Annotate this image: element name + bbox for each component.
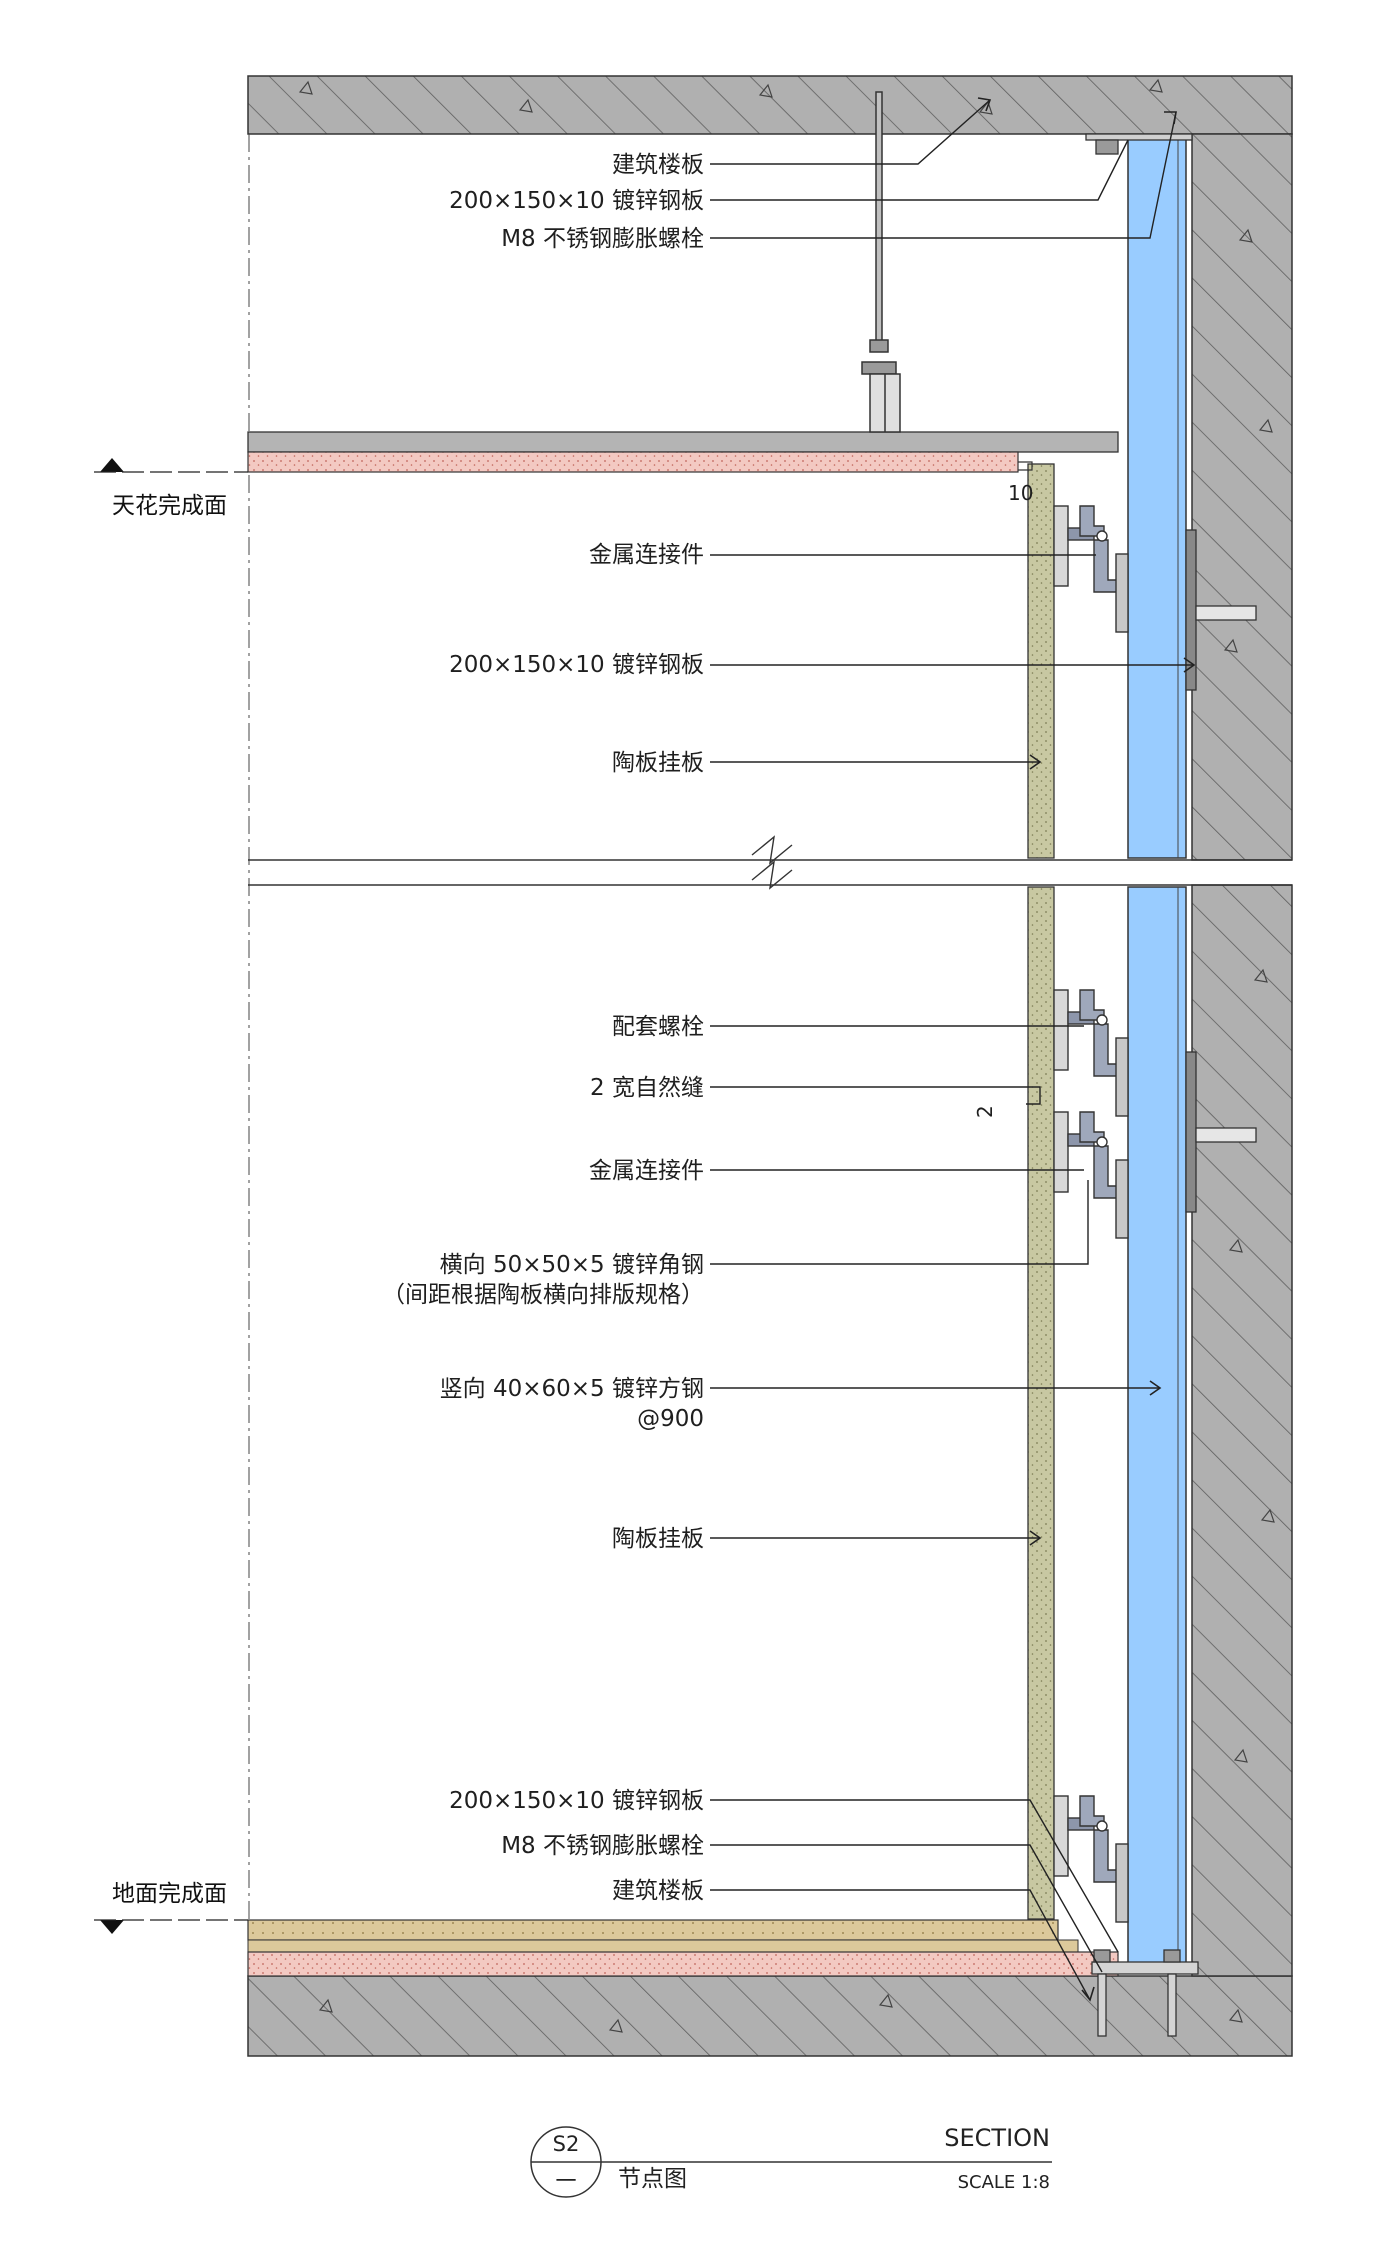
ceramic-panel-upper bbox=[1027, 463, 1055, 859]
bottom-floor-slab bbox=[247, 1975, 1293, 2057]
callout-square-tube-spacing: @900 bbox=[637, 1406, 704, 1432]
callout-matching-bolt: 配套螺栓 bbox=[612, 1014, 704, 1040]
metal-connector-4 bbox=[1053, 1795, 1129, 1923]
metal-connectors bbox=[1053, 505, 1129, 1923]
callout-anchor-bolt-top: M8 不锈钢膨胀螺栓 bbox=[501, 226, 704, 252]
leader-arrows bbox=[977, 97, 1196, 2002]
callout-steel-plate-mid: 200×150×10 镀锌钢板 bbox=[449, 652, 704, 678]
ceiling-board bbox=[247, 431, 1119, 453]
callout-metal-connector-bottom: 金属连接件 bbox=[589, 1158, 704, 1184]
floor-finish bbox=[247, 1919, 1059, 1941]
ceiling-insulation bbox=[247, 451, 1019, 473]
callout-angle-steel-note: （间距根据陶板横向排版规格） bbox=[382, 1282, 704, 1308]
callout-floor-slab-top: 建筑楼板 bbox=[612, 152, 704, 178]
floor-level-label: 地面完成面 bbox=[112, 1881, 227, 1907]
top-anchor bbox=[1085, 133, 1193, 155]
callout-angle-steel: 横向 50×50×5 镀锌角钢 bbox=[440, 1252, 704, 1278]
drawing-type: SECTION bbox=[944, 2124, 1050, 2152]
leader-lines bbox=[710, 99, 1194, 2001]
ceiling-level-marker: 天花完成面 bbox=[94, 458, 248, 519]
sheet-number: 一 bbox=[556, 2169, 577, 2193]
gap-dimension-joint: 2 bbox=[973, 1105, 997, 1118]
drawing-number: S2 bbox=[553, 2132, 580, 2156]
metal-connector-3 bbox=[1053, 1111, 1129, 1239]
callout-ceramic-panel-top: 陶板挂板 bbox=[612, 750, 704, 776]
ceiling-hanger bbox=[861, 91, 901, 433]
title-block: S2 一 节点图 SECTION SCALE 1:8 bbox=[530, 2124, 1052, 2198]
drawing-scale: SCALE 1:8 bbox=[958, 2172, 1050, 2193]
vertical-steel-tube bbox=[1127, 137, 1187, 859]
concrete-wall-lower bbox=[1191, 884, 1293, 1977]
floor-anchors bbox=[1091, 1949, 1199, 2037]
callout-labels: 建筑楼板 200×150×10 镀锌钢板 M8 不锈钢膨胀螺栓 金属连接件 20… bbox=[382, 152, 704, 1904]
callout-square-tube: 竖向 40×60×5 镀锌方钢 bbox=[440, 1376, 704, 1402]
callout-steel-plate-bottom: 200×150×10 镀锌钢板 bbox=[449, 1788, 704, 1814]
metal-connector-1 bbox=[1053, 505, 1129, 633]
top-floor-slab bbox=[247, 75, 1293, 135]
callout-steel-plate-top: 200×150×10 镀锌钢板 bbox=[449, 188, 704, 214]
vertical-steel-tube-lower bbox=[1127, 886, 1187, 1971]
floor-level-marker: 地面完成面 bbox=[94, 1881, 248, 1934]
callout-ceramic-panel-bottom: 陶板挂板 bbox=[612, 1526, 704, 1552]
drawing-name: 节点图 bbox=[618, 2166, 687, 2192]
gap-dimension-top: 10 bbox=[1008, 481, 1033, 505]
concrete-wall-upper bbox=[1191, 133, 1293, 861]
ceiling-level-label: 天花完成面 bbox=[112, 493, 227, 519]
wall-bracket-2 bbox=[1185, 1051, 1257, 1213]
floor-screed bbox=[247, 1939, 1079, 1953]
metal-connector-2 bbox=[1053, 989, 1129, 1117]
callout-floor-slab-bottom: 建筑楼板 bbox=[612, 1878, 704, 1904]
wall-bracket-1 bbox=[1185, 529, 1257, 691]
floor-insulation bbox=[247, 1951, 1119, 1977]
callout-anchor-bolt-bottom: M8 不锈钢膨胀螺栓 bbox=[501, 1833, 704, 1859]
callout-natural-joint: 2 宽自然缝 bbox=[590, 1075, 704, 1101]
aggregate-marks bbox=[298, 78, 1275, 2033]
break-line bbox=[248, 835, 1292, 890]
callout-metal-connector-top: 金属连接件 bbox=[589, 542, 704, 568]
ceramic-panel-lower bbox=[1027, 886, 1055, 1920]
